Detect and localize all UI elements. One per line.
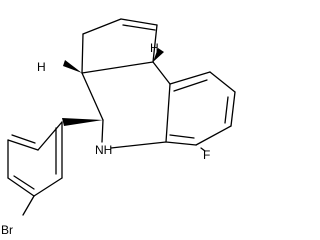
molecule-structure: NH F Br H H xyxy=(1,18,236,237)
bond xyxy=(152,61,171,85)
bond xyxy=(81,33,84,74)
bond xyxy=(169,71,211,85)
bond xyxy=(230,91,236,127)
bond xyxy=(81,61,154,74)
bond xyxy=(37,121,63,151)
bond-double xyxy=(224,96,229,124)
bond xyxy=(195,125,232,146)
bond xyxy=(165,83,171,143)
bond xyxy=(33,177,63,197)
stereo-wedge xyxy=(63,60,82,73)
bond-double xyxy=(11,134,36,144)
bond-skeleton xyxy=(7,18,236,216)
bond xyxy=(81,72,104,121)
bond xyxy=(82,18,122,35)
bond xyxy=(152,24,158,63)
bond-double xyxy=(169,134,195,139)
bond xyxy=(7,177,35,197)
stereo-wedge xyxy=(153,48,164,62)
bromine-label: Br xyxy=(1,223,13,237)
bond xyxy=(200,147,206,152)
bond xyxy=(120,18,158,26)
stereo-hydrogen-left: H xyxy=(37,60,46,74)
nh-label: NH xyxy=(95,143,113,157)
stereo-wedge xyxy=(62,118,103,126)
bond-double xyxy=(13,175,35,190)
bond xyxy=(110,141,167,149)
bond xyxy=(22,195,35,216)
bond xyxy=(165,141,197,146)
fluorine-label: F xyxy=(203,148,211,162)
stereo-hydrogen-right: H xyxy=(150,41,159,55)
bond-double xyxy=(122,24,156,31)
bond xyxy=(7,139,39,151)
bond-double xyxy=(173,79,208,92)
bond xyxy=(101,119,104,143)
bond xyxy=(209,71,236,93)
